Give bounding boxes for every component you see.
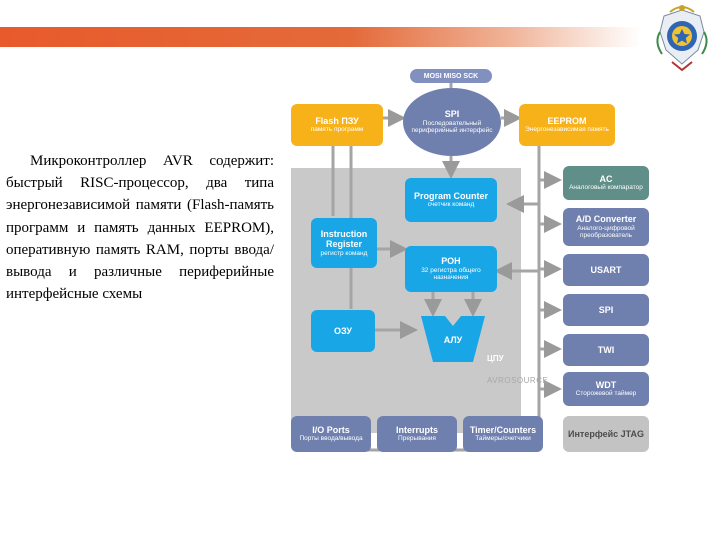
jtag-title: Интерфейс JTAG [568, 428, 644, 439]
jtag-block: Интерфейс JTAG [563, 416, 649, 452]
eeprom-block: EEPROM Энергонезависимая память [519, 104, 615, 146]
io-ports-sub: Порты ввода/вывода [299, 435, 363, 443]
ac-sub: Аналоговый компаратор [569, 184, 643, 192]
interrupts-title: Interrupts [395, 425, 438, 436]
eeprom-sub: Энергонезависимая память [525, 126, 609, 134]
twi-title: TWI [597, 344, 615, 355]
coat-of-arms-logo [656, 5, 708, 72]
ac-title: AC [599, 174, 613, 185]
alu-label: АЛУ [443, 335, 463, 345]
interrupts-block: Interrupts Прерывания [377, 416, 457, 452]
spi-sub: Последовательный периферийный интерфейс [411, 119, 493, 135]
program-counter-title: Program Counter [413, 191, 488, 202]
spi-block: SPI Последовательный периферийный интерф… [403, 88, 501, 156]
usart-title: USART [590, 264, 622, 275]
flash-title: Flash ПЗУ [315, 116, 359, 127]
timers-title: Timer/Counters [469, 425, 537, 436]
wdt-block: WDT Сторожевой таймер [563, 372, 649, 406]
adc-block: A/D Converter Аналого-цифровой преобразо… [563, 208, 649, 246]
usart-block: USART [563, 254, 649, 286]
flash-block: Flash ПЗУ память программ [291, 104, 383, 146]
io-ports-block: I/O Ports Порты ввода/вывода [291, 416, 371, 452]
spi-right-block: SPI [563, 294, 649, 326]
timers-block: Timer/Counters Таймеры/счетчики [463, 416, 543, 452]
wdt-sub: Сторожевой таймер [575, 390, 637, 398]
instruction-register-sub: регистр команд [320, 249, 368, 257]
interrupts-sub: Прерывания [398, 435, 436, 443]
cpu-label: ЦПУ [487, 354, 504, 363]
program-counter-block: Program Counter счетчик команд [405, 178, 497, 222]
eeprom-title: EEPROM [547, 116, 587, 127]
timers-sub: Таймеры/счетчики [475, 435, 531, 443]
watermark: AVROSOURCE [487, 376, 549, 385]
flash-sub: память программ [310, 126, 364, 134]
instruction-register-title: Instruction Register [320, 228, 368, 250]
ron-title: РОН [441, 256, 461, 267]
program-counter-sub: счетчик команд [427, 201, 475, 209]
spi-right-title: SPI [598, 304, 614, 315]
ozu-title: ОЗУ [334, 325, 352, 336]
alu-block [421, 316, 485, 362]
adc-sub: Аналого-цифровой преобразователь [577, 224, 635, 240]
io-ports-title: I/O Ports [312, 425, 350, 436]
ozu-block: ОЗУ [311, 310, 375, 352]
ron-block: РОН 32 регистра общего назначения [405, 246, 497, 292]
ron-sub: 32 регистра общего назначения [421, 266, 481, 282]
twi-block: TWI [563, 334, 649, 366]
body-text: Микроконтроллер AVR содержит: быстрый RI… [6, 153, 274, 303]
header-bar [0, 27, 640, 47]
wdt-title: WDT [595, 380, 617, 391]
ac-block: AC Аналоговый компаратор [563, 166, 649, 200]
avr-block-diagram: MOSI MISO SCK Flash ПЗУ память программ … [287, 64, 655, 462]
bus-pill: MOSI MISO SCK [410, 69, 492, 83]
spi-title: SPI [444, 109, 460, 120]
instruction-register-block: Instruction Register регистр команд [311, 218, 377, 268]
adc-title: A/D Converter [575, 214, 637, 225]
